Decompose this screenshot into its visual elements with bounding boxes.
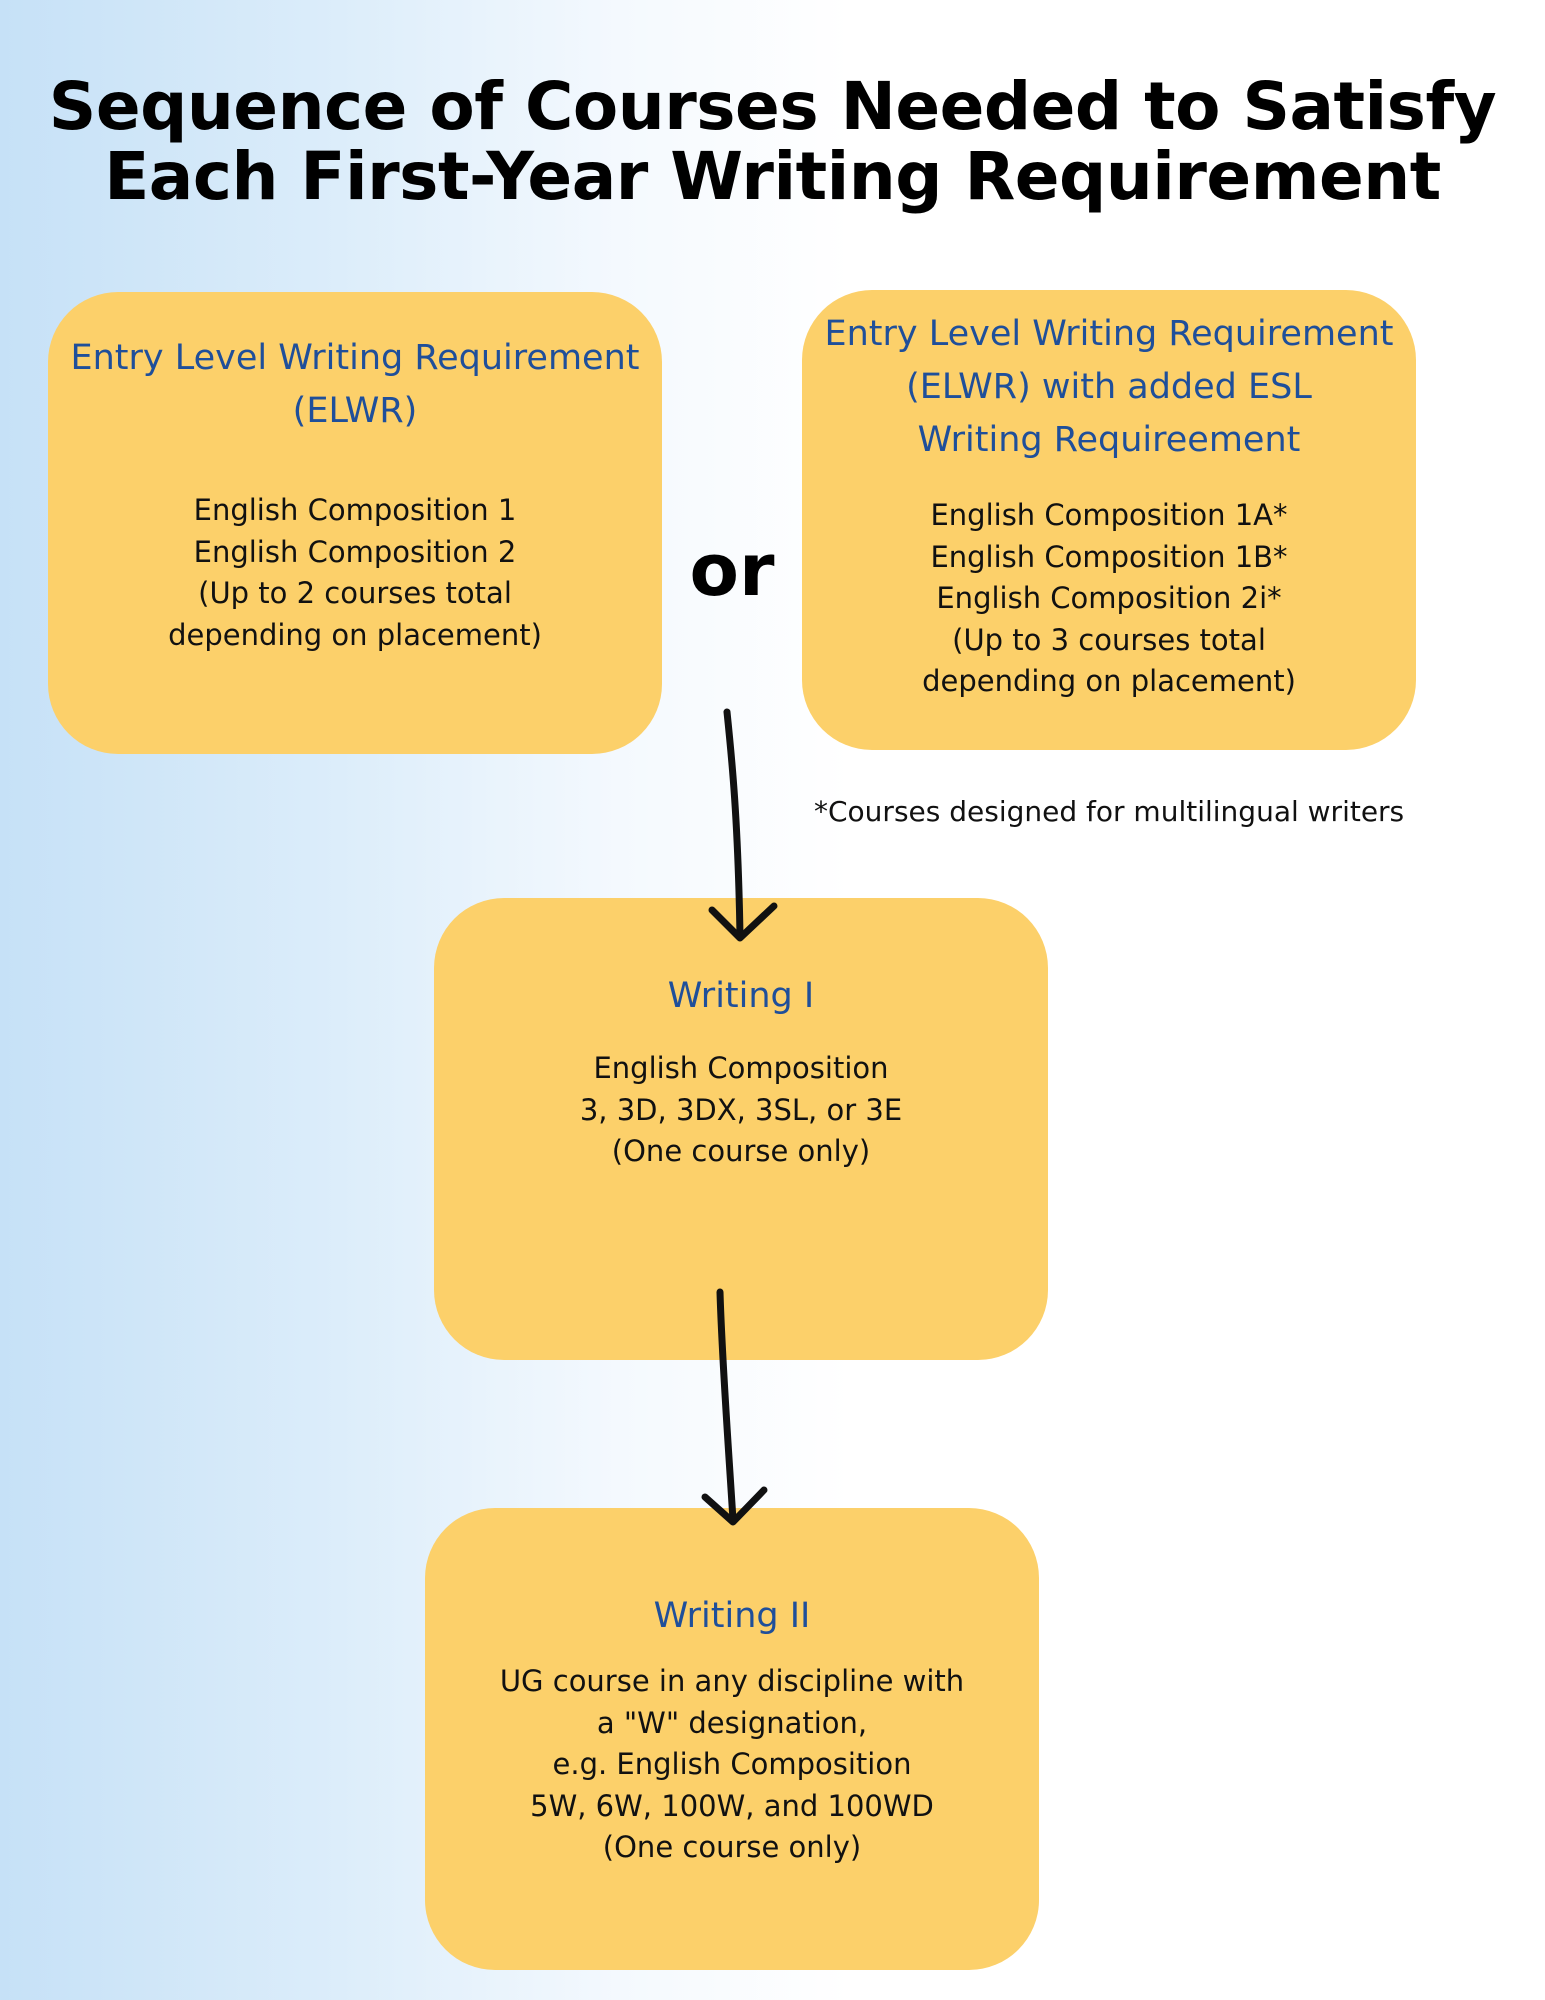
writing-1-heading-line: Writing I bbox=[667, 976, 815, 1016]
elwr-esl-heading: Entry Level Writing Requirement (ELWR) w… bbox=[812, 308, 1406, 467]
writing-2-course-line: e.g. English Composition bbox=[552, 1747, 912, 1781]
elwr-course-line: English Composition 1 bbox=[193, 493, 517, 527]
page-title-line-2: Each First-Year Writing Requirement bbox=[104, 138, 1441, 215]
elwr-course-line: English Composition 2 bbox=[193, 534, 517, 569]
writing-2-course-line: UG course in any discipline with bbox=[499, 1664, 965, 1698]
elwr-heading-line: Entry Level Writing Requirement bbox=[70, 338, 640, 378]
elwr-esl-course-line: depending on placement) bbox=[922, 664, 1296, 698]
or-label: or bbox=[689, 528, 775, 612]
elwr-esl-course-line: English Composition 1B* bbox=[930, 539, 1288, 574]
elwr-esl-course-line: English Composition 1A* bbox=[930, 498, 1288, 532]
writing-1-heading: Writing I bbox=[444, 970, 1038, 1023]
elwr-esl-heading-line: (ELWR) with added ESL bbox=[906, 367, 1312, 407]
elwr-course-list: English Composition 1 English Compositio… bbox=[58, 490, 652, 656]
writing-1-course-line: 3, 3D, 3DX, 3SL, or 3E bbox=[579, 1092, 903, 1127]
elwr-esl-course-list: English Composition 1A* English Composit… bbox=[812, 495, 1406, 703]
elwr-course-line: (Up to 2 courses total bbox=[198, 576, 512, 610]
elwr-course-line: depending on placement) bbox=[168, 617, 542, 652]
page-title-line-1: Sequence of Courses Needed to Satisfy bbox=[48, 68, 1497, 145]
writing-1-box: Writing I English Composition 3, 3D, 3DX… bbox=[434, 898, 1048, 1360]
elwr-esl-heading-line: Writing Requireement bbox=[917, 420, 1301, 460]
writing-2-heading: Writing II bbox=[435, 1590, 1029, 1643]
writing-2-course-list: UG course in any discipline with a "W" d… bbox=[435, 1661, 1029, 1869]
elwr-esl-box: Entry Level Writing Requirement (ELWR) w… bbox=[802, 290, 1416, 750]
writing-1-course-line: English Composition bbox=[593, 1051, 889, 1085]
arrow-down-icon bbox=[701, 1288, 768, 1526]
writing-2-box: Writing II UG course in any discipline w… bbox=[425, 1508, 1039, 1970]
elwr-esl-course-line: (Up to 3 courses total bbox=[952, 622, 1266, 657]
elwr-box: Entry Level Writing Requirement (ELWR) E… bbox=[48, 292, 662, 754]
writing-2-course-line: 5W, 6W, 100W, and 100WD bbox=[530, 1788, 934, 1823]
multilingual-footnote: *Courses designed for multilingual write… bbox=[814, 795, 1405, 828]
writing-1-course-line: (One course only) bbox=[611, 1134, 871, 1168]
writing-2-course-line: (One course only) bbox=[602, 1830, 862, 1864]
arrow-down-icon bbox=[708, 708, 778, 942]
elwr-esl-heading-line: Entry Level Writing Requirement bbox=[824, 314, 1394, 354]
elwr-heading: Entry Level Writing Requirement (ELWR) bbox=[58, 332, 652, 438]
elwr-heading-line: (ELWR) bbox=[292, 391, 418, 431]
writing-2-heading-line: Writing II bbox=[653, 1596, 811, 1636]
writing-2-course-line: a "W" designation, bbox=[596, 1705, 868, 1740]
page-title: Sequence of Courses Needed to Satisfy Ea… bbox=[0, 72, 1545, 212]
writing-1-course-list: English Composition 3, 3D, 3DX, 3SL, or … bbox=[444, 1048, 1038, 1173]
elwr-esl-course-line: English Composition 2i* bbox=[936, 581, 1282, 615]
